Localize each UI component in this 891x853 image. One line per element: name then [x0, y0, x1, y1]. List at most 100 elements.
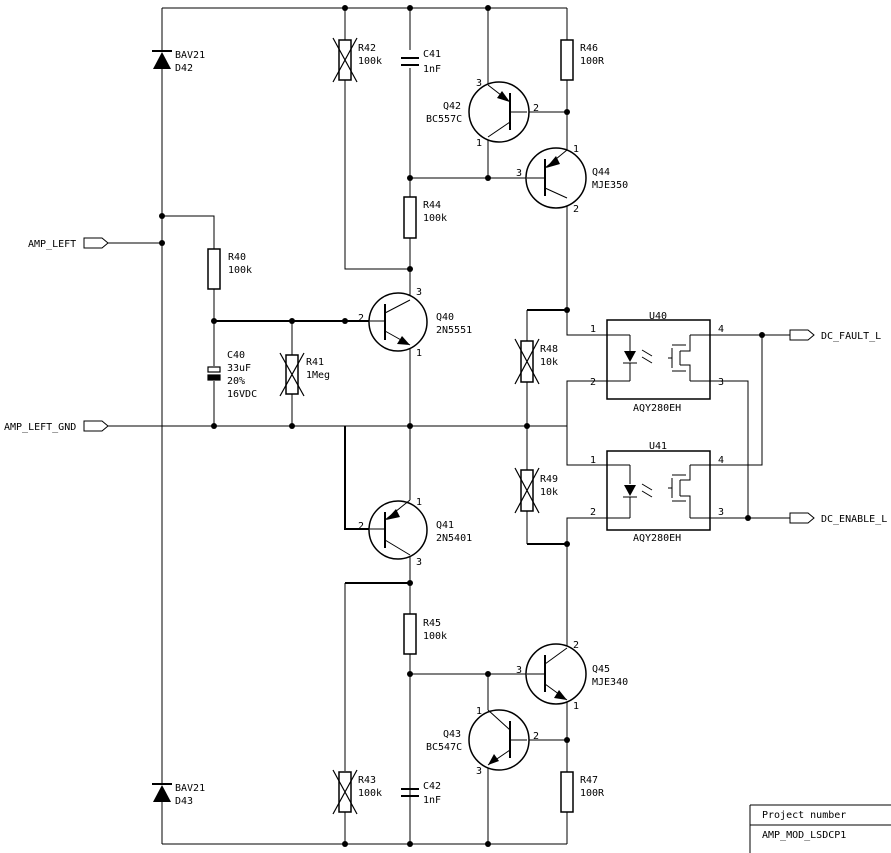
pin-number: 2 — [573, 204, 579, 215]
component-ref: R40 — [228, 252, 246, 263]
component-value: AQY280EH — [633, 403, 681, 414]
component-ref: R41 — [306, 357, 324, 368]
net-label-dc-fault: DC_FAULT_L — [789, 329, 881, 342]
component-ref: R47 — [580, 775, 598, 786]
transistor-q40: 3 2 1 Q40 2N5551 — [358, 287, 472, 359]
component-value: 100R — [580, 56, 605, 67]
component-ref: Q44 — [592, 167, 610, 178]
component-ref: R49 — [540, 474, 558, 485]
pin-number: 1 — [573, 144, 579, 155]
component-value: 2N5551 — [436, 325, 472, 336]
net-label-text: DC_FAULT_L — [821, 331, 881, 342]
pin-number: 3 — [416, 557, 422, 568]
resistor-r49: R49 10k — [514, 467, 558, 514]
pin-number: 1 — [476, 706, 482, 717]
transistor-q44: 1 3 2 Q44 MJE350 — [516, 144, 628, 215]
title-block-value: AMP_MOD_LSDCP1 — [762, 830, 846, 841]
pin-number: 1 — [590, 455, 596, 466]
pin-number: 2 — [590, 377, 596, 388]
component-ref: R45 — [423, 618, 441, 629]
pin-number: 3 — [476, 78, 482, 89]
diode-d42: BAV21 D42 — [152, 50, 205, 74]
pin-number: 2 — [533, 731, 539, 742]
component-value: 100k — [228, 265, 252, 276]
pin-number: 3 — [516, 168, 522, 179]
component-ref: Q42 — [443, 101, 461, 112]
component-ref: C40 — [227, 350, 245, 361]
net-label-text: AMP_LEFT_GND — [4, 422, 76, 433]
component-ref: U41 — [649, 441, 667, 452]
junction-dots — [159, 5, 765, 847]
net-label-dc-enable: DC_ENABLE_L — [789, 512, 887, 525]
component-ref: D42 — [175, 63, 193, 74]
resistor-r43: R43 100k — [332, 769, 382, 815]
pin-number: 4 — [718, 324, 724, 335]
component-ref: Q41 — [436, 520, 454, 531]
resistor-r40: R40 100k — [207, 248, 252, 290]
component-value: 100k — [423, 631, 447, 642]
title-block: Project number AMP_MOD_LSDCP1 — [762, 810, 846, 841]
component-ref: R48 — [540, 344, 558, 355]
component-voltage: 16VDC — [227, 389, 257, 400]
component-value: 100k — [423, 213, 447, 224]
resistor-r42: R42 100k — [332, 37, 382, 83]
pin-number: 2 — [533, 103, 539, 114]
transistor-q42: 3 2 1 Q42 BC557C — [426, 78, 539, 149]
pin-number: 1 — [476, 138, 482, 149]
pin-number: 1 — [416, 497, 422, 508]
relay-u41: 1 2 4 3 U41 AQY280EH — [590, 441, 724, 544]
component-ref: R44 — [423, 200, 441, 211]
pin-number: 3 — [718, 377, 724, 388]
capacitor-c41: C41 1nF — [401, 49, 441, 75]
resistor-r47: R47 100R — [560, 771, 605, 813]
pin-number: 2 — [358, 521, 364, 532]
component-value: 1Meg — [306, 370, 330, 381]
capacitor-c42: C42 1nF — [401, 781, 441, 806]
component-ref: R42 — [358, 43, 376, 54]
component-value: MJE340 — [592, 677, 628, 688]
component-value: BC547C — [426, 742, 462, 753]
pin-number: 4 — [718, 455, 724, 466]
pin-number: 1 — [590, 324, 596, 335]
pin-number: 3 — [516, 665, 522, 676]
transistor-q45: 2 3 1 Q45 MJE340 — [516, 640, 628, 712]
net-label-text: DC_ENABLE_L — [821, 514, 887, 525]
component-value: MJE350 — [592, 180, 628, 191]
pin-number: 2 — [573, 640, 579, 651]
component-ref: R43 — [358, 775, 376, 786]
component-value: 1nF — [423, 64, 441, 75]
resistor-r48: R48 10k — [514, 338, 558, 385]
component-value: BAV21 — [175, 50, 205, 61]
component-ref: D43 — [175, 796, 193, 807]
pin-number: 2 — [358, 313, 364, 324]
diode-d43: BAV21 D43 — [152, 783, 205, 807]
pin-number: 1 — [573, 701, 579, 712]
component-value: 10k — [540, 357, 558, 368]
pin-number: 3 — [416, 287, 422, 298]
component-ref: C41 — [423, 49, 441, 60]
component-value: 10k — [540, 487, 558, 498]
component-ref: Q43 — [443, 729, 461, 740]
relay-u40: 1 2 4 3 U40 AQY280EH — [590, 311, 724, 414]
net-label-amp-left: AMP_LEFT — [28, 237, 109, 250]
component-ref: U40 — [649, 311, 667, 322]
component-value: 1nF — [423, 795, 441, 806]
pin-number: 1 — [416, 348, 422, 359]
transistor-q41: 1 2 3 Q41 2N5401 — [358, 497, 472, 568]
net-label-text: AMP_LEFT — [28, 239, 76, 250]
resistor-r44: R44 100k — [403, 196, 447, 239]
pin-number: 2 — [590, 507, 596, 518]
component-value: 100k — [358, 788, 382, 799]
capacitor-c40: C40 33uF 20% 16VDC — [207, 350, 257, 400]
resistor-r45: R45 100k — [403, 613, 447, 655]
component-value: AQY280EH — [633, 533, 681, 544]
transistor-q43: 1 2 3 Q43 BC547C — [426, 706, 539, 777]
component-tolerance: 20% — [227, 376, 245, 387]
component-value: 33uF — [227, 363, 251, 374]
component-value: BAV21 — [175, 783, 205, 794]
component-ref: Q45 — [592, 664, 610, 675]
pin-number: 3 — [718, 507, 724, 518]
resistor-r41: R41 1Meg — [279, 352, 330, 397]
title-block-label: Project number — [762, 810, 846, 821]
pin-number: 3 — [476, 766, 482, 777]
